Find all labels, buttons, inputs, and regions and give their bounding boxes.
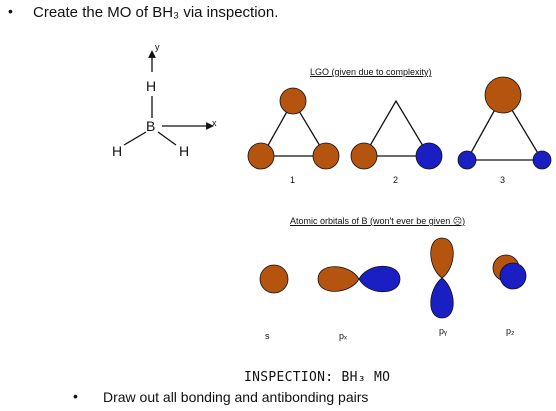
lgo-2 <box>350 99 443 170</box>
orbital-lobe-orange <box>247 142 275 170</box>
footer-text: Draw out all bonding and antibonding pai… <box>103 389 369 405</box>
lgo-label-1: 1 <box>290 175 296 185</box>
atom-h-top: H <box>146 78 157 94</box>
bond-right <box>157 131 177 146</box>
orbital-s <box>259 264 289 294</box>
ao-label-py: pᵧ <box>439 326 447 336</box>
ao-label-s: s <box>265 331 270 341</box>
lgo-title: LGO (given due to complexity) <box>310 67 432 77</box>
header-text: Create the MO of BH₃ via inspection. <box>33 4 279 21</box>
orbital-py <box>430 237 454 319</box>
bullet-icon: • <box>8 3 13 19</box>
lgo-label-2: 2 <box>393 175 399 185</box>
bh3-structure <box>123 50 214 146</box>
orbital-lobe-blue <box>457 150 477 170</box>
y-axis-label: y <box>155 42 160 52</box>
lgo-label-3: 3 <box>500 175 506 185</box>
atom-b: B <box>146 118 156 134</box>
atom-h-left: H <box>112 143 123 159</box>
inspection-title: INSPECTION: BH₃ MO <box>244 370 391 385</box>
lgo-1 <box>247 87 340 170</box>
ao-label-px: pₓ <box>339 331 347 341</box>
ao-label-pz: p₂ <box>506 326 515 336</box>
orbital-px <box>317 266 401 292</box>
ao-title: Atomic orbitals of B (won't ever be give… <box>290 216 466 226</box>
lgo-3 <box>457 76 552 170</box>
bullet-icon: • <box>73 388 78 404</box>
orbital-lobe-blue <box>415 142 443 170</box>
bond-left <box>123 131 147 146</box>
orbital-lobe-blue <box>532 150 552 170</box>
orbital-lobe-orange <box>350 142 378 170</box>
orbital-pz <box>492 254 527 290</box>
x-axis-label: x <box>212 118 217 128</box>
orbital-lobe-orange <box>279 87 307 115</box>
orbital-lobe-orange <box>484 76 522 114</box>
orbital-lobe-orange <box>312 142 340 170</box>
atom-h-right: H <box>179 143 190 159</box>
